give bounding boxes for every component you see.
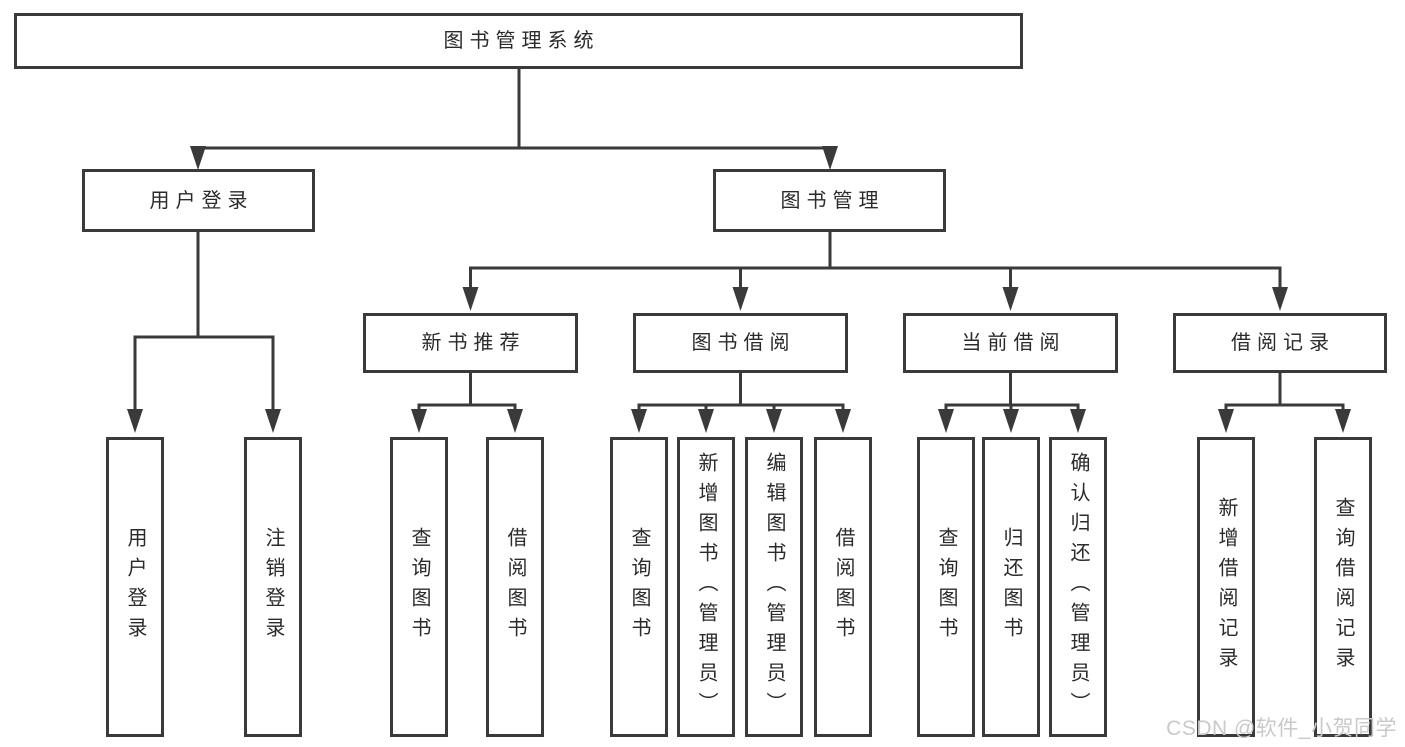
leaf-add-books-admin: 新增图书（管理员） <box>677 437 735 737</box>
node-current-borrowing: 当前借阅 <box>903 313 1118 373</box>
node-book-management: 图书管理 <box>713 169 946 232</box>
node-library-management-system: 图书管理系统 <box>14 13 1023 69</box>
leaf-logout-login: 注销登录 <box>244 437 302 737</box>
leaf-search-books-current: 查询图书 <box>917 437 975 737</box>
leaf-search-borrow-record: 查询借阅记录 <box>1314 437 1372 737</box>
arrowheads <box>127 146 1351 433</box>
leaf-borrow-books-recommend: 借阅图书 <box>486 437 544 737</box>
leaf-confirm-return-admin: 确认归还（管理员） <box>1049 437 1107 737</box>
leaf-edit-books-admin: 编辑图书（管理员） <box>745 437 803 737</box>
node-book-borrowing: 图书借阅 <box>633 313 848 373</box>
leaf-search-books-borrowing: 查询图书 <box>610 437 668 737</box>
leaf-search-books-recommend: 查询图书 <box>390 437 448 737</box>
node-borrow-records: 借阅记录 <box>1173 313 1387 373</box>
node-user-login: 用户登录 <box>82 169 315 232</box>
watermark: CSDN @软件_小贺同学 <box>1166 717 1397 740</box>
leaf-borrow-books-borrowing: 借阅图书 <box>814 437 872 737</box>
leaf-add-borrow-record: 新增借阅记录 <box>1197 437 1255 737</box>
leaf-return-books: 归还图书 <box>982 437 1040 737</box>
leaf-user-login: 用户登录 <box>106 437 164 737</box>
node-new-book-recommend: 新书推荐 <box>363 313 578 373</box>
